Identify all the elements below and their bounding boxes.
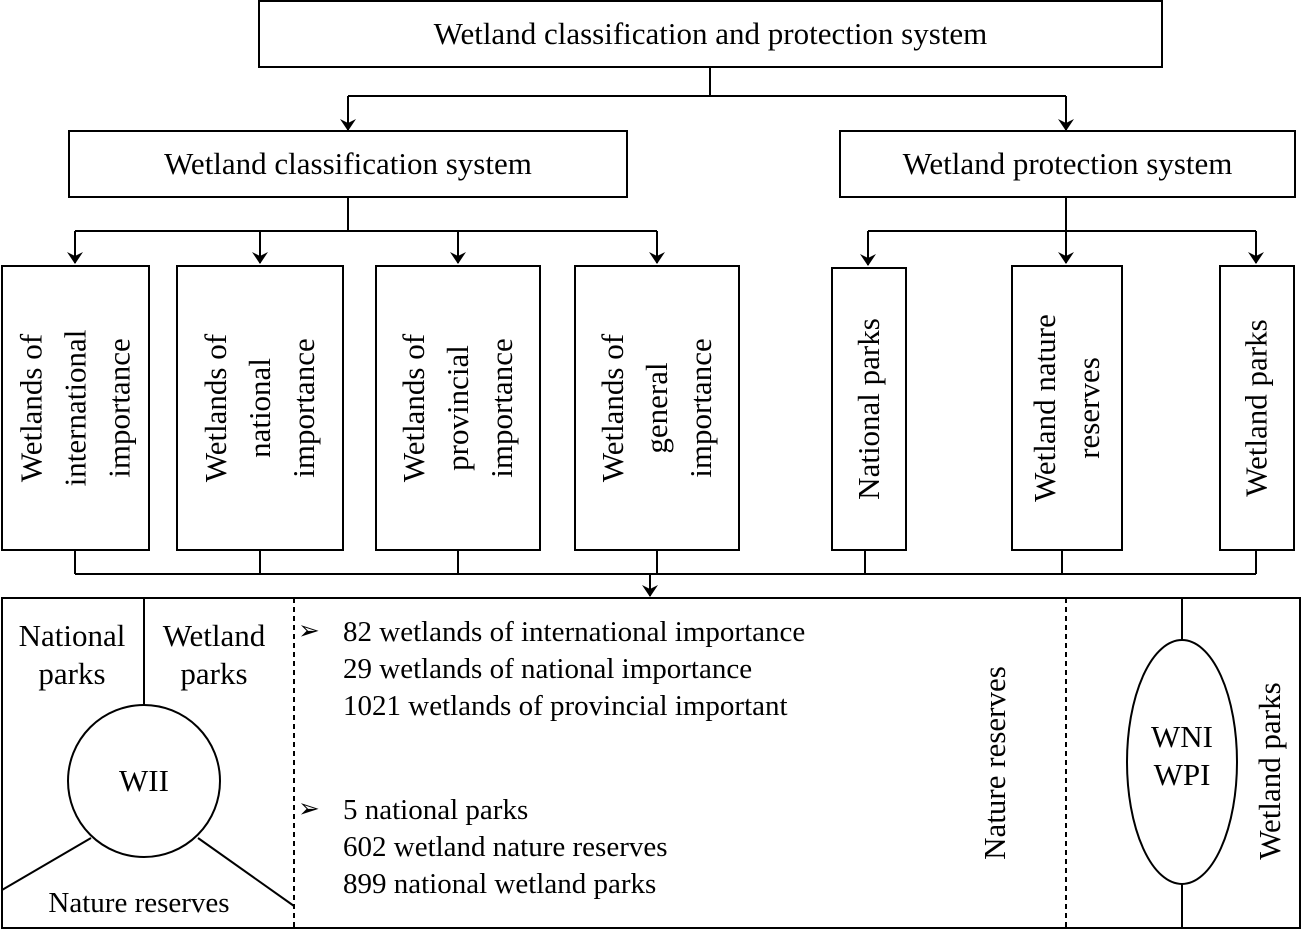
count-line: 5 national parks bbox=[343, 794, 529, 826]
line: Wetlands of bbox=[395, 333, 431, 483]
right-nature-reserves-label: Nature reserves bbox=[977, 666, 1012, 860]
wetland-nature-reserves-box: Wetland nature reserves bbox=[1011, 265, 1123, 551]
protection-counts: 5 national parks 602 wetland nature rese… bbox=[343, 792, 668, 903]
national-parks-box: National parks bbox=[831, 267, 907, 551]
line: Wetland parks bbox=[1239, 319, 1275, 497]
line: Wetlands of bbox=[13, 333, 49, 483]
line: parks bbox=[180, 656, 248, 691]
line: National bbox=[18, 618, 126, 653]
general-importance-box: Wetlands of general importance bbox=[574, 265, 740, 551]
line: WPI bbox=[1153, 757, 1211, 792]
line: national bbox=[241, 358, 277, 458]
count-line: 1021 wetlands of provincial important bbox=[343, 690, 788, 722]
line: National parks bbox=[851, 318, 887, 500]
count-line: 82 wetlands of international importance bbox=[343, 616, 806, 648]
protection-system-label: Wetland protection system bbox=[902, 146, 1233, 181]
left-national-parks-label: National parks bbox=[8, 617, 136, 693]
bullet-arrow-icon: ➢ bbox=[298, 616, 320, 645]
line: Wetlands of bbox=[197, 333, 233, 483]
line: WNI bbox=[1151, 719, 1213, 754]
classification-system-label: Wetland classification system bbox=[164, 146, 532, 181]
wni-wpi-label: WNI WPI bbox=[1132, 718, 1232, 794]
wetland-parks-box: Wetland parks bbox=[1219, 265, 1295, 551]
split-line-right bbox=[197, 837, 295, 907]
line: Wetland nature bbox=[1027, 314, 1063, 502]
line: importance bbox=[682, 338, 718, 478]
line: parks bbox=[38, 656, 106, 691]
classification-counts: 82 wetlands of international importance … bbox=[343, 614, 805, 725]
line: reserves bbox=[1071, 357, 1107, 459]
line: provincial bbox=[439, 345, 475, 471]
line: importance bbox=[285, 338, 321, 478]
provincial-importance-box: Wetlands of provincial importance bbox=[375, 265, 541, 551]
right-wetland-parks-label: Wetland parks bbox=[1252, 682, 1287, 860]
bullet-arrow-icon: ➢ bbox=[298, 794, 320, 823]
international-importance-box: Wetlands of international importance bbox=[1, 265, 150, 551]
line: importance bbox=[483, 338, 519, 478]
count-line: 602 wetland nature reserves bbox=[343, 831, 668, 863]
line: general bbox=[638, 362, 674, 454]
summary-panel bbox=[1, 597, 1301, 929]
line: Wetland bbox=[162, 618, 266, 653]
classification-system-box: Wetland classification system bbox=[68, 130, 628, 198]
wii-circle bbox=[67, 704, 221, 858]
wii-label: WII bbox=[119, 763, 169, 798]
line: Wetlands of bbox=[594, 333, 630, 483]
split-line-left bbox=[1, 837, 92, 891]
count-line: 899 national wetland parks bbox=[343, 868, 657, 900]
title-box: Wetland classification and protection sy… bbox=[258, 0, 1163, 68]
national-importance-box: Wetlands of national importance bbox=[176, 265, 344, 551]
title-text: Wetland classification and protection sy… bbox=[433, 16, 988, 51]
count-line: 29 wetlands of national importance bbox=[343, 653, 753, 685]
left-wetland-parks-label: Wetland parks bbox=[150, 617, 278, 693]
protection-system-box: Wetland protection system bbox=[839, 130, 1296, 198]
line: international bbox=[57, 329, 93, 487]
line: importance bbox=[101, 338, 137, 478]
left-nature-reserves-label: Nature reserves bbox=[48, 887, 230, 919]
